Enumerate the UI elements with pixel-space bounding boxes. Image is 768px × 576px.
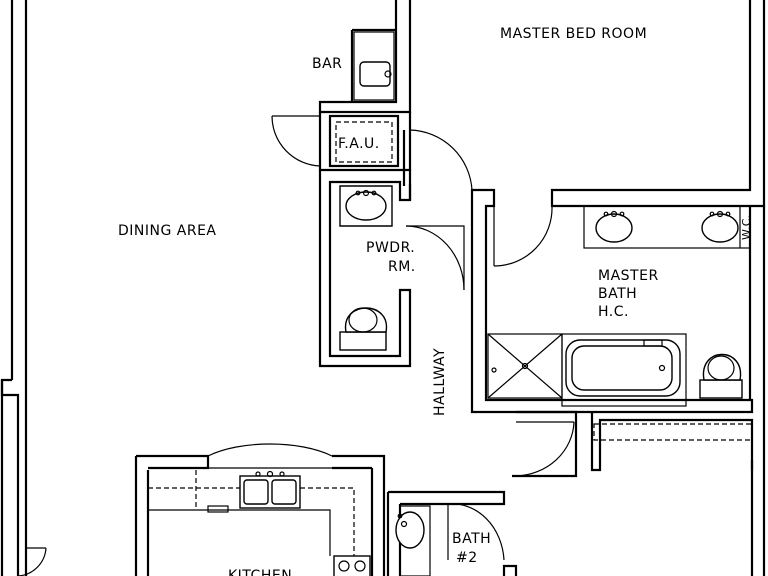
powder-toilet: [339, 307, 387, 351]
bar-sink: [359, 61, 392, 87]
kitchen-counter: [148, 467, 372, 576]
master-bedroom-walls: [550, 0, 766, 576]
label-hallway: HALLWAY: [432, 348, 448, 416]
stove: [333, 555, 371, 576]
powder-sink: [339, 185, 393, 227]
master-vanity: [583, 205, 751, 249]
master-toilet: [699, 354, 743, 399]
bath2-sink: [395, 505, 431, 576]
label-master-bath-1: MASTER: [598, 268, 659, 284]
label-master-bath-2: BATH: [598, 286, 637, 302]
label-powder-room-2: RM.: [388, 259, 416, 275]
bathtub: [561, 333, 687, 407]
fau-door: [271, 115, 321, 167]
hallway-lower-door: [515, 421, 575, 477]
bar-walls: [318, 0, 412, 114]
label-fau: F.A.U.: [338, 136, 380, 152]
kitchen-sink: [239, 470, 301, 509]
label-bar: BAR: [312, 56, 342, 72]
powder-room-walls: [318, 130, 412, 368]
hallway-upper-door: [409, 129, 473, 191]
hallway-lower-walls: [512, 410, 754, 478]
label-master-bath-3: H.C.: [598, 304, 629, 320]
powder-door: [405, 225, 465, 291]
bath2-walls: [386, 460, 754, 576]
dining-door: [17, 547, 47, 576]
bath2-door: [447, 503, 505, 561]
label-bath2-2: #2: [456, 550, 478, 566]
master-bath-door: [493, 205, 553, 267]
label-powder-room-1: PWDR.: [366, 240, 415, 256]
label-master-bedroom: MASTER BED ROOM: [500, 26, 647, 42]
shower: [487, 333, 563, 399]
label-kitchen: KITCHEN: [228, 568, 292, 576]
label-wc: W.C.: [740, 215, 753, 241]
label-bath2-1: BATH: [452, 531, 491, 547]
label-dining-area: DINING AREA: [118, 223, 217, 239]
left-exterior-wall: [0, 0, 28, 576]
